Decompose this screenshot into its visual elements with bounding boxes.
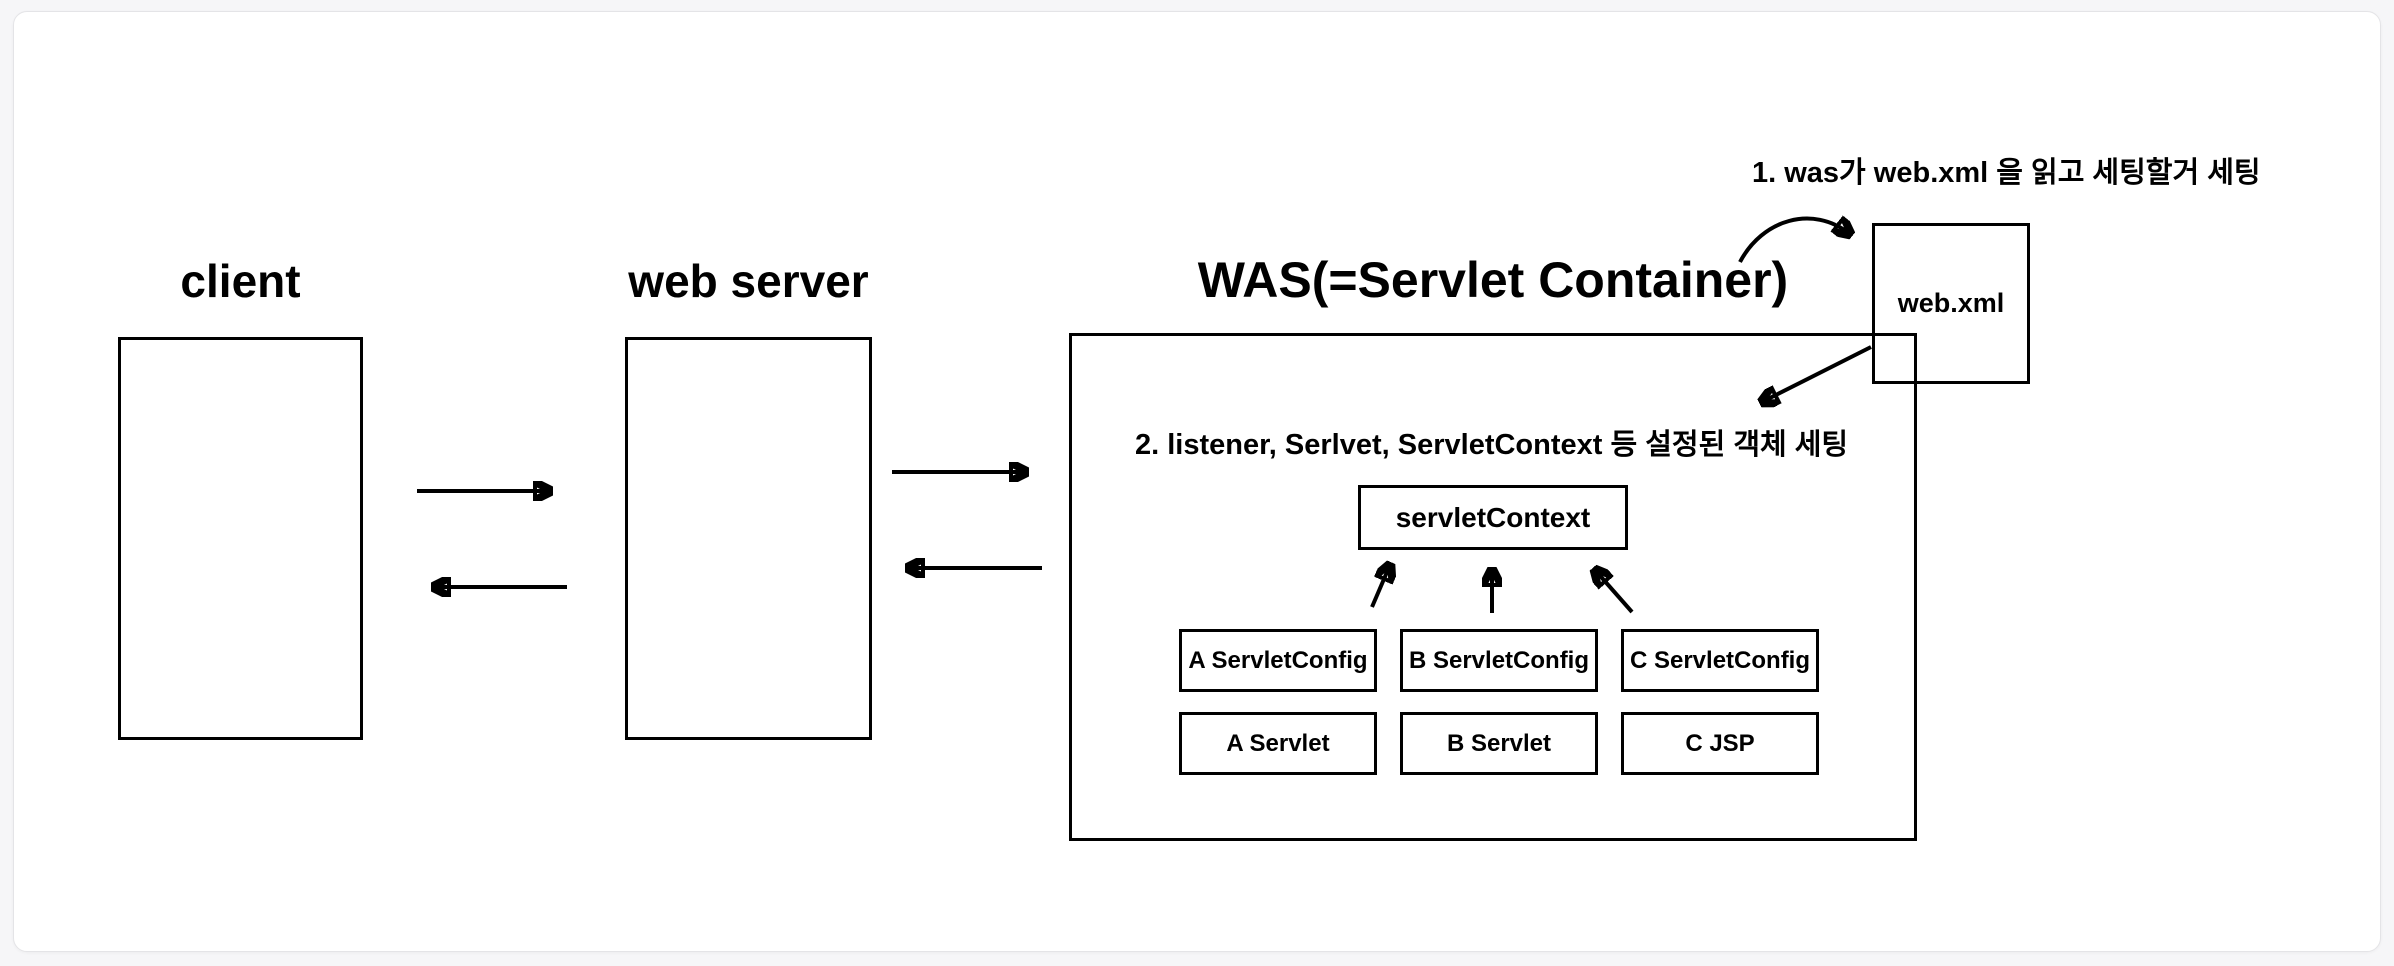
c-jsp-label: C JSP <box>1685 729 1755 757</box>
was-title: WAS(=Servlet Container) <box>1197 252 1789 308</box>
c-servlet-config-box: C ServletConfig <box>1621 629 1819 692</box>
b-servlet-box: B Servlet <box>1400 712 1598 775</box>
web-xml-box: web.xml <box>1872 223 2030 384</box>
servlet-context-label: servletContext <box>1395 501 1591 533</box>
b-servlet-label: B Servlet <box>1446 729 1552 757</box>
annotation-step2: 2. listener, Serlvet, ServletContext 등 설… <box>1135 429 1849 461</box>
a-servlet-box: A Servlet <box>1179 712 1377 775</box>
was-container-box <box>1069 333 1917 841</box>
c-jsp-box: C JSP <box>1621 712 1819 775</box>
b-servlet-config-label: B ServletConfig <box>1408 646 1590 674</box>
a-servlet-config-box: A ServletConfig <box>1179 629 1377 692</box>
servlet-context-box: servletContext <box>1358 485 1628 550</box>
a-servlet-config-label: A ServletConfig <box>1188 646 1368 674</box>
client-title: client <box>180 255 301 307</box>
c-servlet-config-label: C ServletConfig <box>1629 646 1811 674</box>
web-server-title: web server <box>628 255 869 307</box>
annotation-step1: 1. was가 web.xml 을 읽고 세팅할거 세팅 <box>1752 157 2261 189</box>
b-servlet-config-box: B ServletConfig <box>1400 629 1598 692</box>
web-xml-label: web.xml <box>1897 288 2005 318</box>
web-server-box <box>625 337 872 740</box>
a-servlet-label: A Servlet <box>1226 729 1330 757</box>
client-box <box>118 337 363 740</box>
diagram-card <box>13 11 2381 952</box>
